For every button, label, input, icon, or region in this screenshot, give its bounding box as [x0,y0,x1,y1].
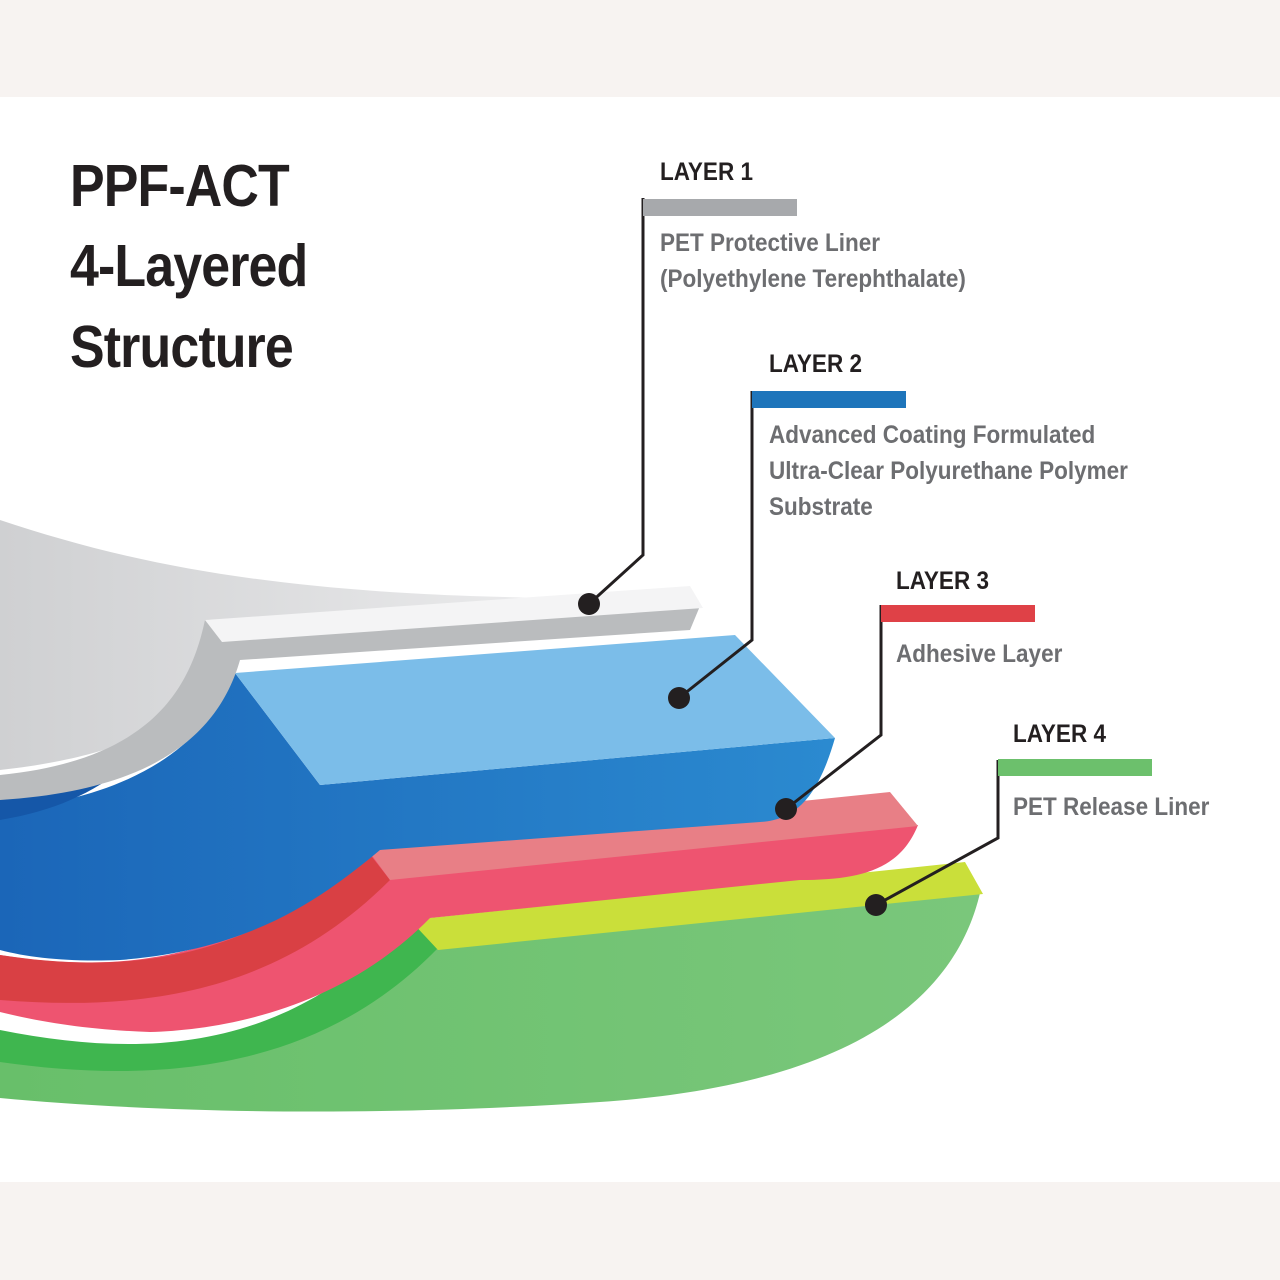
diagram-panel: PPF-ACT 4-Layered Structure LAYER 1 PET … [0,97,1280,1182]
layer-1-description-line: PET Protective Liner [660,229,881,257]
layer-2-description: Advanced Coating Formulated Ultra-Clear … [769,417,1128,525]
layer-2-top-face [235,635,835,785]
layer-3-front-face [0,825,918,1032]
layer-4-label: LAYER 4 [1013,720,1106,748]
layer-3-description-line: Adhesive Layer [896,640,1063,668]
leader-dot-layer-4 [865,894,887,916]
layer-4-description: PET Release Liner [1013,789,1209,825]
layer-3-color-swatch [881,605,1035,622]
layer-1-description: PET Protective Liner (Polyethylene Terep… [660,225,966,297]
leader-line-layer-4 [875,760,1000,907]
layer-2-color-swatch [752,391,906,408]
layer-structure-illustration [0,198,1000,1112]
leader-dot-layer-3 [775,798,797,820]
leader-line-layer-1 [587,198,645,606]
leader-line-layer-3 [785,605,883,811]
leader-dot-layer-1 [578,593,600,615]
layer-2-front-face [0,673,835,961]
layer-1-color-swatch [643,199,797,216]
title-line-1: PPF-ACT [70,153,290,219]
layer-1-top-edge [205,586,703,642]
layer-2-description-line: Ultra-Clear Polyurethane Polymer [769,457,1128,485]
layer-3-left-band [0,848,390,1003]
layer-2-description-line: Substrate [769,493,873,521]
layer-3-label: LAYER 3 [896,567,989,595]
layer-4-description-line: PET Release Liner [1013,793,1210,821]
layer-1-label: LAYER 1 [660,158,753,186]
layer-1-front-band [0,606,700,800]
layer-2-description-line: Advanced Coating Formulated [769,421,1096,449]
layer-4-top-edge [410,862,983,950]
layer-2-label: LAYER 2 [769,350,862,378]
leader-line-layer-2 [678,391,754,700]
leader-dot-layer-2 [668,687,690,709]
layer-4-left-band [0,920,438,1072]
title-line-3: Structure [70,314,294,380]
title-line-2: 4-Layered [70,233,308,299]
layer-4-color-swatch [998,759,1152,776]
layer-1-description-line: (Polyethylene Terephthalate) [660,265,966,293]
layer-3-description: Adhesive Layer [896,636,1062,672]
